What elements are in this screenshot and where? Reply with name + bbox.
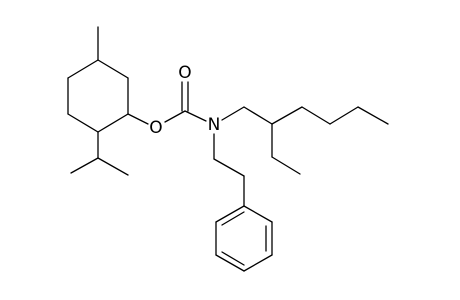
- bond-ring-3: [97, 113, 129, 133]
- bond-n-to-ch2: [221, 106, 245, 121]
- bond-hexyl-3: [301, 106, 331, 125]
- bond-ring-6: [67, 59, 99, 79]
- bond-isopropyl-2: [70, 157, 99, 174]
- bond-carbonyl-c-to-n: [184, 110, 207, 122]
- bond-hexyl-4: [329, 106, 359, 125]
- bond-isopropyl-3: [97, 157, 129, 176]
- bond-phenyl-1: [243, 205, 273, 223]
- bond-ring-4: [67, 113, 99, 133]
- nitrogen-label: N: [208, 115, 221, 135]
- bond-hexyl-2: [271, 106, 303, 125]
- bond-ester-o-to-carbonyl-c: [164, 110, 186, 123]
- atom-labels: O O N: [149, 63, 220, 138]
- bond-phenyl-6: [215, 205, 245, 223]
- bond-hexyl-1: [243, 106, 273, 125]
- bond-phenyl-inner-2: [221, 251, 245, 266]
- bond-ring-to-ester-o: [127, 113, 149, 125]
- bond-ring-1: [97, 59, 129, 79]
- bond-phenethyl-1: [213, 158, 245, 177]
- ester-oxygen-label: O: [149, 118, 162, 138]
- bond-ethyl-2: [271, 156, 301, 175]
- bond-phenyl-inner-3: [221, 211, 245, 226]
- bonds: [67, 26, 389, 272]
- bond-phenyl-3: [243, 254, 273, 272]
- bond-hexyl-5: [357, 106, 389, 125]
- bond-phenyl-4: [215, 254, 245, 272]
- carbonyl-oxygen-label: O: [178, 63, 191, 83]
